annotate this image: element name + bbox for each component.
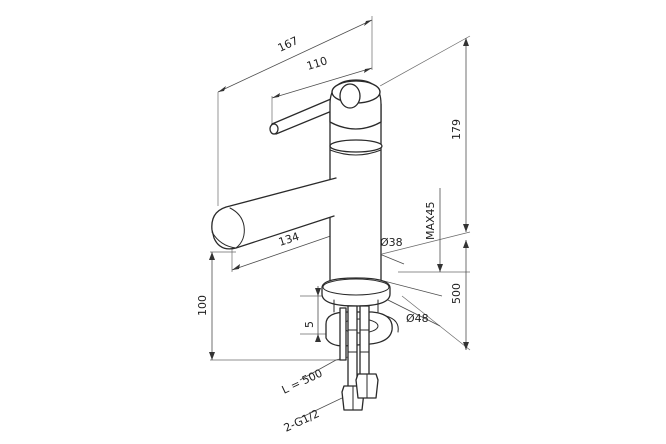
arrow-max45 bbox=[437, 264, 443, 272]
leader-hose-length bbox=[299, 355, 353, 381]
label-height-total: 179 bbox=[450, 119, 463, 140]
dim-line-134 bbox=[231, 229, 349, 271]
dim-line-d48 bbox=[379, 295, 441, 327]
lever-hub bbox=[339, 83, 361, 109]
label-width-total: 167 bbox=[276, 34, 301, 55]
hose-left bbox=[347, 305, 358, 391]
spout bbox=[211, 177, 337, 250]
arrow-100-a bbox=[209, 252, 215, 260]
label-offset: 5 bbox=[303, 321, 316, 328]
arrow-134-a bbox=[232, 264, 240, 270]
dimension-lines bbox=[209, 19, 469, 419]
arrow-179-a bbox=[463, 38, 469, 46]
arrow-5-a bbox=[315, 288, 321, 296]
hose-right bbox=[359, 305, 370, 383]
arrow-5-b bbox=[315, 334, 321, 342]
dim-line-167 bbox=[217, 19, 373, 93]
arrow-110-a bbox=[272, 93, 280, 98]
arrow-110-b bbox=[364, 68, 372, 73]
label-spout-reach: 134 bbox=[277, 230, 301, 249]
label-flexible-length: 500 bbox=[450, 283, 463, 304]
body-ring bbox=[329, 139, 383, 153]
faucet-body bbox=[329, 103, 382, 287]
extension-lines bbox=[210, 16, 471, 361]
label-handle-length: 110 bbox=[305, 54, 329, 73]
dim-line-110 bbox=[271, 67, 373, 99]
arrow-167-a bbox=[218, 86, 226, 92]
base-flange bbox=[321, 277, 391, 307]
label-base-diameter: Ø48 bbox=[406, 312, 429, 325]
arrow-179-b bbox=[463, 224, 469, 232]
label-body-diameter: Ø38 bbox=[380, 236, 403, 249]
arrow-100-b bbox=[209, 352, 215, 360]
faucet bbox=[211, 79, 399, 411]
threaded-rod bbox=[339, 307, 347, 361]
label-connection: 2-G1/2 bbox=[282, 407, 322, 435]
label-hose-length: L = 500 bbox=[280, 367, 325, 397]
lever-cap-end bbox=[269, 123, 279, 135]
arrow-500-a bbox=[463, 240, 469, 248]
label-spout-height: 100 bbox=[196, 295, 209, 316]
label-deck-thickness: MAX45 bbox=[424, 201, 437, 240]
arrow-500-b bbox=[463, 342, 469, 350]
arrow-167-b bbox=[364, 20, 372, 26]
mounting-washer bbox=[325, 311, 393, 347]
